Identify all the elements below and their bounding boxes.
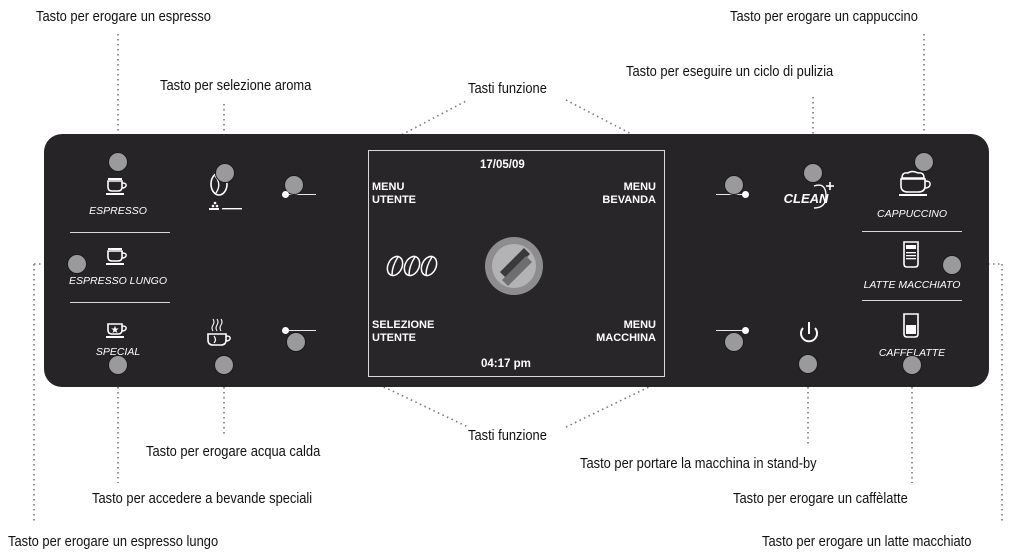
label-latte-macchiato: LATTE MACCHIATO [863, 279, 961, 291]
standby-button[interactable] [798, 354, 818, 374]
screen-menu-utente-2: UTENTE [372, 194, 416, 206]
callout-aroma: Tasto per selezione aroma [160, 77, 312, 94]
screen-selezione-utente-1: SELEZIONE [372, 319, 435, 331]
callout-latte-macchiato: Tasto per erogare un latte macchiato [762, 533, 972, 550]
callout-pulizia: Tasto per eseguire un ciclo di pulizia [626, 63, 834, 80]
power-icon [800, 322, 818, 343]
clean-button[interactable] [803, 163, 823, 183]
callout-caffelatte: Tasto per erogare un caffèlatte [733, 490, 908, 507]
hot-water-icon [207, 318, 231, 346]
espresso-cup-icon [106, 178, 127, 195]
function-bottom-left-button[interactable] [286, 332, 306, 352]
label-espresso: ESPRESSO [89, 205, 147, 217]
function-top-left-button[interactable] [284, 175, 304, 195]
display-screen: 17/05/09 MENU UTENTE MENU BEVANDA SELEZI… [368, 150, 665, 377]
screen-menu-macchina-2: MACCHINA [596, 332, 656, 344]
function-dot [742, 327, 749, 334]
callout-acqua-calda: Tasto per erogare acqua calda [146, 443, 321, 460]
separator [70, 232, 170, 233]
function-dot [282, 191, 289, 198]
screen-date: 17/05/09 [480, 159, 525, 171]
svg-text:★: ★ [111, 325, 120, 336]
cappuccino-button[interactable] [914, 152, 934, 172]
callout-tasti-funzione-top: Tasti funzione [468, 80, 547, 97]
callout-standby: Tasto per portare la macchina in stand-b… [580, 455, 817, 472]
function-line [716, 330, 744, 331]
label-espresso-lungo: ESPRESSO LUNGO [68, 275, 168, 287]
caffelatte-button[interactable] [902, 355, 922, 375]
screen-menu-bevanda-1: MENU [623, 181, 656, 193]
espresso-lungo-cup-icon [106, 248, 127, 265]
cappuccino-cup-icon [899, 170, 931, 196]
latte-macchiato-glass-icon [903, 241, 919, 268]
brand-logo-icon [485, 237, 543, 295]
aroma-button[interactable] [215, 163, 235, 183]
screen-menu-bevanda-2: BEVANDA [602, 194, 656, 206]
screen-time: 04:17 pm [481, 358, 531, 370]
function-line [288, 330, 316, 331]
callout-tasti-funzione-bottom: Tasti funzione [468, 427, 547, 444]
coffee-beans-icon [386, 255, 438, 277]
callout-espresso: Tasto per erogare un espresso [36, 8, 211, 25]
separator [862, 231, 962, 232]
screen-selezione-utente-2: UTENTE [372, 332, 416, 344]
label-special: SPECIAL [95, 346, 141, 358]
function-dot [282, 327, 289, 334]
separator [862, 300, 962, 301]
callout-espresso-lungo: Tasto per erogare un espresso lungo [8, 533, 219, 550]
screen-menu-macchina-1: MENU [623, 319, 656, 331]
caffelatte-glass-icon [903, 313, 919, 338]
callout-cappuccino: Tasto per erogare un cappuccino [730, 8, 918, 25]
screen-menu-utente-1: MENU [372, 181, 405, 193]
special-star-cup-icon: ★ [106, 323, 127, 338]
function-line [288, 194, 316, 195]
function-top-right-button[interactable] [724, 175, 744, 195]
separator [70, 302, 170, 303]
function-bottom-right-button[interactable] [724, 332, 744, 352]
latte-macchiato-button[interactable] [942, 255, 962, 275]
espresso-button[interactable] [108, 152, 128, 172]
label-cappuccino: CAPPUCCINO [876, 208, 948, 220]
espresso-lungo-button[interactable] [67, 254, 87, 274]
function-dot [742, 191, 749, 198]
callout-bevande-speciali: Tasto per accedere a bevande speciali [92, 490, 313, 507]
special-button[interactable] [108, 355, 128, 375]
clean-plus-icon [813, 182, 834, 209]
label-clean: CLEAN [783, 191, 829, 206]
label-caffelatte: CAFFELATTE [878, 347, 946, 359]
hot-water-button[interactable] [214, 355, 234, 375]
